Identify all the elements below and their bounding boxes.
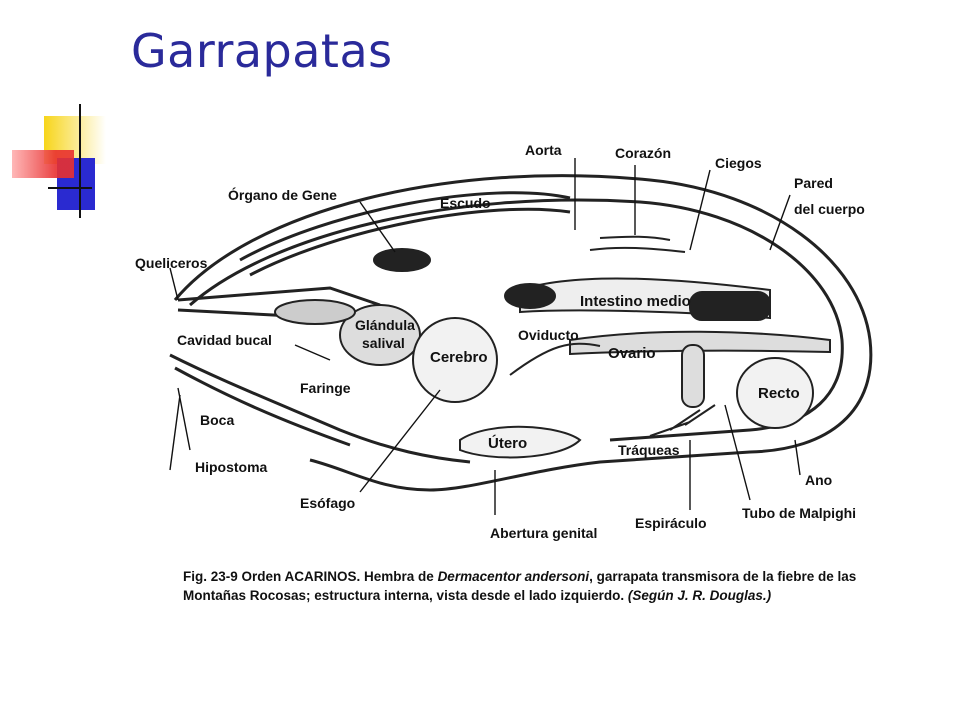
label-intestino-medio: Intestino medio [580, 293, 691, 310]
caption-credit: (Según J. R. Douglas.) [627, 588, 772, 603]
label-ciegos: Ciegos [715, 155, 762, 171]
gene-organ [373, 248, 431, 272]
label-ano: Ano [805, 472, 832, 488]
leader-lines [169, 158, 801, 515]
chelicera-muscle [274, 299, 356, 325]
slide-title: Garrapatas [131, 24, 393, 78]
label-tubo-malpighi: Tubo de Malpighi [742, 505, 856, 521]
label-faringe: Faringe [300, 380, 351, 396]
label-esofago: Esófago [300, 495, 355, 511]
label-abertura-genital: Abertura genital [490, 525, 597, 541]
label-aorta: Aorta [525, 142, 562, 158]
label-cerebro: Cerebro [430, 349, 488, 366]
deco-red-bar [12, 150, 74, 178]
label-salival: salival [362, 335, 405, 351]
label-espiraculo: Espiráculo [635, 515, 707, 531]
label-boca: Boca [200, 412, 234, 428]
label-cavidad-bucal: Cavidad bucal [177, 332, 272, 348]
label-organo-gene: Órgano de Gene [228, 186, 337, 203]
body-outline [169, 174, 873, 492]
label-glandula: Glándula [355, 317, 415, 333]
caption-part2: , garrapata transmisora de la fiebre de … [183, 569, 857, 603]
heart [599, 235, 671, 241]
tick-anatomy-diagram: Aorta Corazón Ciegos Pared del cuerpo Ór… [135, 142, 873, 541]
midgut-front [504, 283, 556, 309]
label-queliceros: Queliceros [135, 255, 208, 271]
diagram-labels: Aorta Corazón Ciegos Pared del cuerpo Ór… [135, 142, 865, 541]
label-recto: Recto [758, 385, 800, 402]
salivary-gland [339, 304, 421, 366]
label-utero: Útero [488, 434, 527, 452]
rectum [736, 357, 814, 429]
brain [412, 317, 498, 403]
label-pared: Pared [794, 175, 833, 191]
internal-organs [274, 235, 831, 459]
caption-species: Dermacentor andersoni [437, 569, 590, 584]
label-del-cuerpo: del cuerpo [794, 201, 865, 217]
figure-caption: Fig. 23-9 Orden ACARINOS. Hembra de Derm… [183, 567, 883, 605]
ovary [569, 330, 831, 356]
label-corazon: Corazón [615, 145, 671, 161]
label-escudo: Escudo [440, 195, 491, 211]
label-traqueas: Tráqueas [618, 442, 680, 458]
label-hipostoma: Hipostoma [195, 459, 268, 475]
label-oviducto: Oviducto [518, 327, 579, 343]
caption-part1: Fig. 23-9 Orden ACARINOS. Hembra de [183, 569, 438, 584]
malpighi-tube [681, 344, 705, 408]
label-ovario: Ovario [608, 345, 656, 362]
slide-decoration [12, 104, 106, 218]
midgut-dark [689, 291, 771, 321]
uterus [459, 425, 582, 459]
